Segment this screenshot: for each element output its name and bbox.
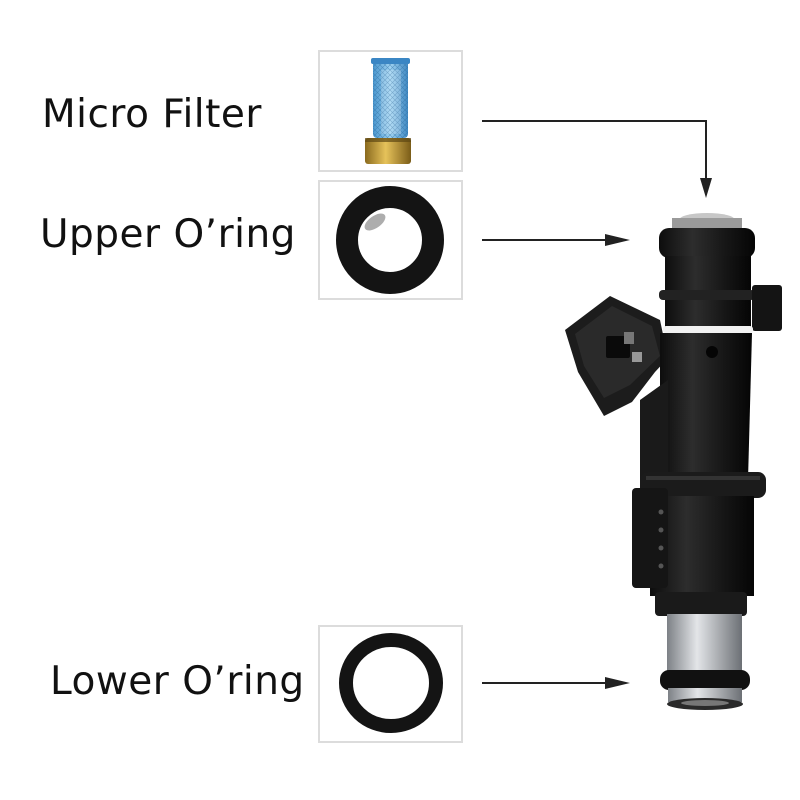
lower-oring-icon: [339, 633, 443, 733]
upper-oring-label: Upper O’ring: [40, 212, 296, 257]
upper-oring-arrow: [482, 234, 630, 246]
lower-oring-label: Lower O’ring: [50, 659, 305, 704]
lower-oring-arrow: [482, 677, 630, 689]
micro-filter-label: Micro Filter: [42, 92, 262, 137]
micro-filter-icon: [365, 58, 411, 164]
upper-oring-icon: [336, 186, 444, 294]
fuel-injector-icon: [565, 213, 782, 710]
micro-filter-arrow: [482, 120, 712, 198]
